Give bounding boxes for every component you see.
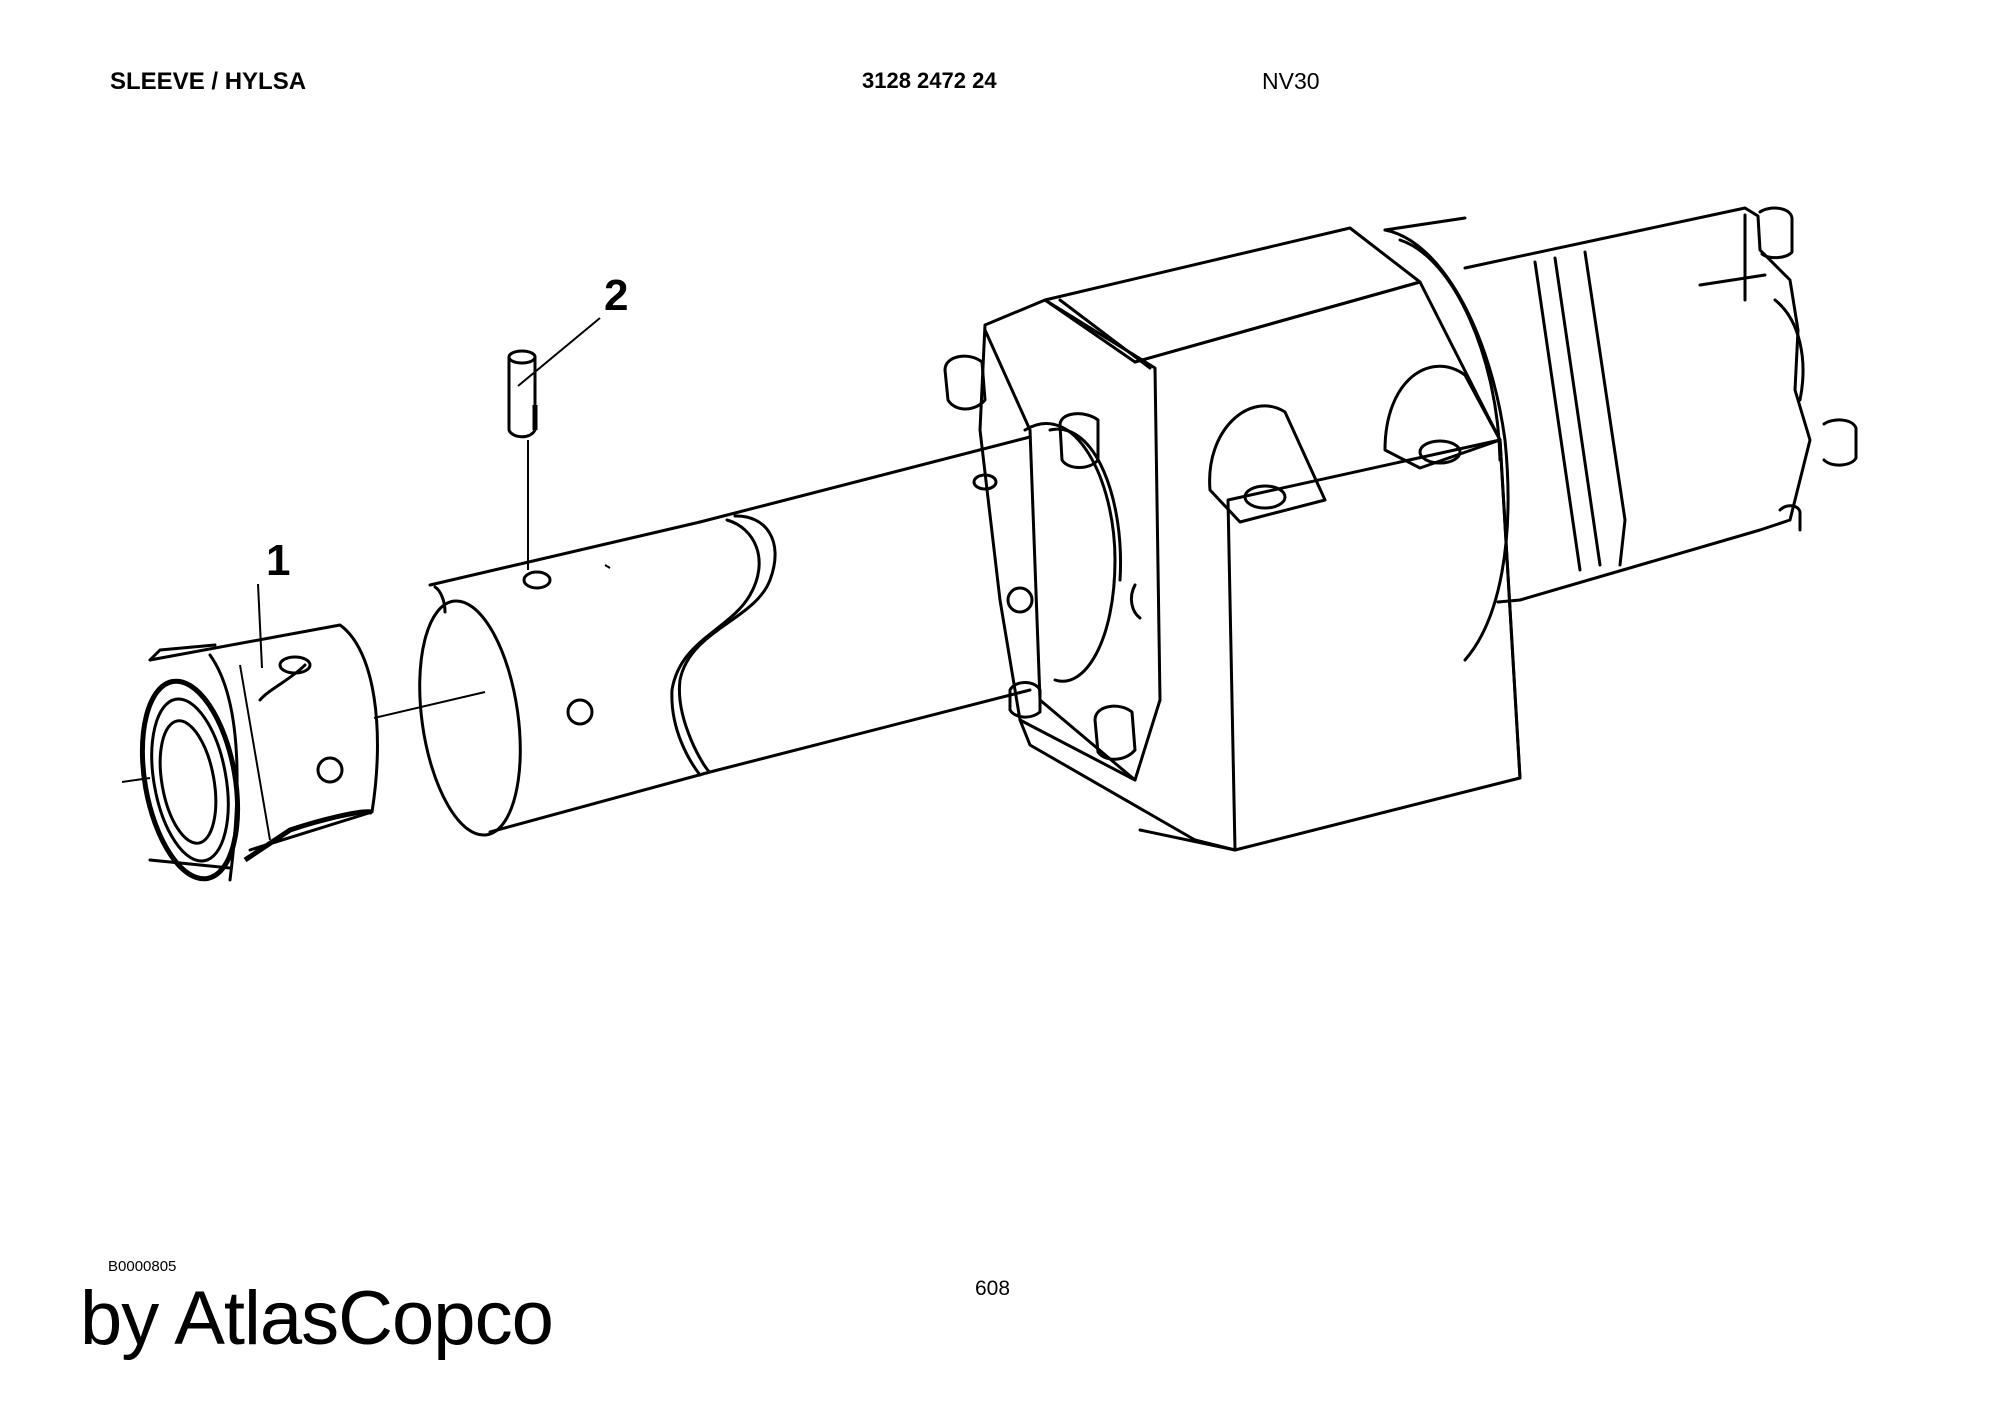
sleeve-part bbox=[139, 623, 379, 882]
page-number: 608 bbox=[975, 1277, 1011, 1300]
motor-housing bbox=[943, 206, 1858, 852]
callout-1: 1 bbox=[266, 536, 290, 585]
drawing-id: B0000805 bbox=[108, 1258, 177, 1275]
model-name: NV30 bbox=[1262, 68, 1320, 94]
part-number: 3128 2472 24 bbox=[862, 68, 997, 93]
assembly-lines bbox=[121, 317, 601, 783]
shaft-tube bbox=[418, 435, 1034, 837]
document-title: SLEEVE / HYLSA bbox=[110, 68, 307, 95]
publisher-credit: by AtlasCopco bbox=[80, 1276, 554, 1361]
callout-2: 2 bbox=[604, 271, 628, 320]
pin-part bbox=[507, 349, 538, 439]
